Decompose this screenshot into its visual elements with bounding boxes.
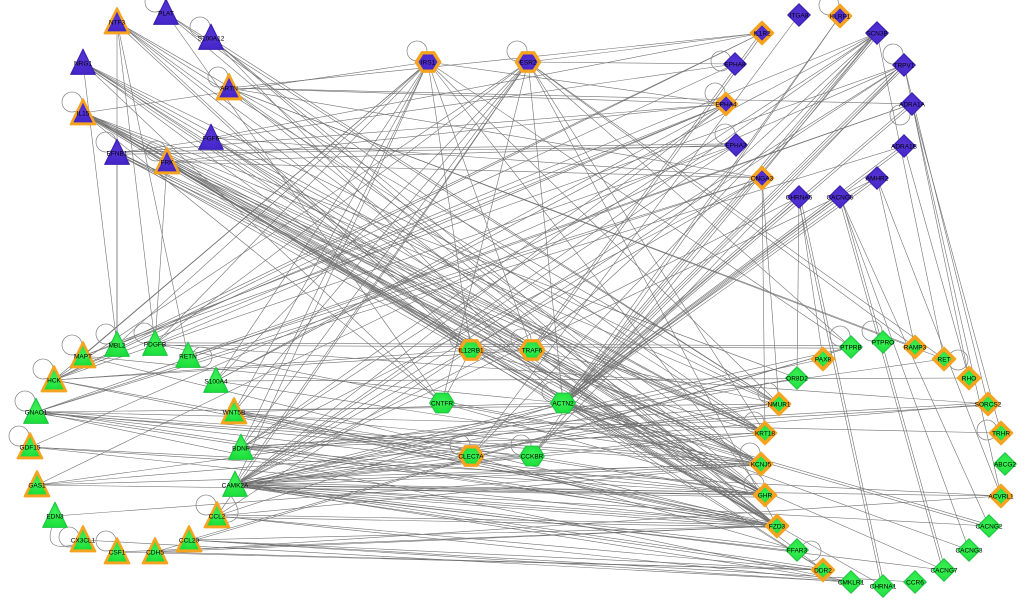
svg-text:CACNG7: CACNG7 xyxy=(930,568,957,575)
svg-text:GHR: GHR xyxy=(758,493,773,500)
svg-text:SCN3B: SCN3B xyxy=(866,31,888,38)
svg-text:CHRNA5: CHRNA5 xyxy=(786,195,813,202)
svg-text:EPHA4: EPHA4 xyxy=(715,102,737,109)
svg-text:CACNG2: CACNG2 xyxy=(975,524,1002,531)
svg-text:RHO: RHO xyxy=(962,376,976,383)
svg-text:CCL20: CCL20 xyxy=(179,538,200,545)
svg-text:TRPV1: TRPV1 xyxy=(894,63,915,70)
svg-text:CX3CL1: CX3CL1 xyxy=(71,538,96,545)
svg-text:FFAR3: FFAR3 xyxy=(787,548,808,555)
svg-text:KLRF1: KLRF1 xyxy=(830,14,851,21)
svg-text:FRK: FRK xyxy=(161,160,175,167)
svg-text:MBL2: MBL2 xyxy=(109,343,126,350)
svg-text:TRHR: TRHR xyxy=(992,431,1010,438)
svg-text:AMHR2: AMHR2 xyxy=(866,176,889,183)
svg-text:WNT5B: WNT5B xyxy=(223,410,246,417)
svg-text:GNAO1: GNAO1 xyxy=(25,410,48,417)
svg-text:CNTFR: CNTFR xyxy=(431,401,453,408)
svg-text:CCKBR: CCKBR xyxy=(521,454,544,461)
svg-text:CCR6: CCR6 xyxy=(906,580,924,587)
svg-text:CAMK2A: CAMK2A xyxy=(222,483,249,490)
svg-text:CMKLR1: CMKLR1 xyxy=(838,580,865,587)
svg-text:SORCS2: SORCS2 xyxy=(975,402,1002,409)
svg-text:PLAT: PLAT xyxy=(158,11,174,18)
svg-text:S100A4: S100A4 xyxy=(204,379,228,386)
svg-text:TRAF6: TRAF6 xyxy=(522,348,543,355)
svg-text:EPHA8: EPHA8 xyxy=(724,62,746,69)
svg-text:RET: RET xyxy=(938,357,951,364)
svg-text:RAMP3: RAMP3 xyxy=(904,345,927,352)
svg-text:CLEC7A: CLEC7A xyxy=(458,454,484,461)
svg-text:ACTN2: ACTN2 xyxy=(552,401,574,408)
svg-text:NTF3: NTF3 xyxy=(109,20,126,27)
svg-text:CNGA3: CNGA3 xyxy=(751,176,774,183)
svg-text:EDN3: EDN3 xyxy=(46,514,64,521)
svg-text:GAS1: GAS1 xyxy=(28,483,46,490)
svg-text:CDH5: CDH5 xyxy=(146,550,164,557)
svg-text:CACNG5: CACNG5 xyxy=(826,195,853,202)
svg-text:DDR2: DDR2 xyxy=(814,568,832,575)
svg-text:FGF6: FGF6 xyxy=(203,136,220,143)
svg-text:EFNB1: EFNB1 xyxy=(107,151,128,158)
svg-text:PDGFB: PDGFB xyxy=(144,342,166,349)
svg-text:OR8D2: OR8D2 xyxy=(786,376,808,383)
svg-text:NMUR1: NMUR1 xyxy=(767,402,790,409)
svg-text:CHRNA1: CHRNA1 xyxy=(870,584,897,591)
svg-text:S100A12: S100A12 xyxy=(198,36,225,43)
svg-text:CSF1: CSF1 xyxy=(109,550,126,557)
svg-text:PTPRB: PTPRB xyxy=(840,345,862,352)
svg-text:ITGA8: ITGA8 xyxy=(790,13,809,20)
svg-text:IL15: IL15 xyxy=(77,111,90,118)
svg-text:ARTN: ARTN xyxy=(220,86,238,93)
svg-text:NRG1: NRG1 xyxy=(74,61,92,68)
svg-text:ABCG2: ABCG2 xyxy=(994,462,1016,469)
svg-text:GDF15: GDF15 xyxy=(20,445,41,452)
svg-text:PTPRO: PTPRO xyxy=(872,340,894,347)
svg-text:PAX8: PAX8 xyxy=(815,357,832,364)
svg-text:CACNG3: CACNG3 xyxy=(955,548,982,555)
svg-text:IL1R2: IL1R2 xyxy=(753,31,771,38)
svg-text:ADRA1B: ADRA1B xyxy=(891,144,917,151)
svg-text:ESR2: ESR2 xyxy=(520,60,537,67)
svg-text:MAPT: MAPT xyxy=(74,354,92,361)
svg-text:RETN: RETN xyxy=(179,354,197,361)
svg-text:KRT18: KRT18 xyxy=(755,431,775,438)
svg-text:CCL2: CCL2 xyxy=(209,514,226,521)
svg-text:IRS1: IRS1 xyxy=(421,60,436,67)
svg-text:EPHA3: EPHA3 xyxy=(725,143,747,150)
svg-text:BDNF: BDNF xyxy=(232,446,250,453)
svg-text:KCNJ5: KCNJ5 xyxy=(751,462,772,469)
svg-text:ADRA1A: ADRA1A xyxy=(899,102,926,109)
svg-text:IL12RB1: IL12RB1 xyxy=(458,348,484,355)
svg-text:ACVRL1: ACVRL1 xyxy=(988,494,1014,501)
svg-text:HCK: HCK xyxy=(47,378,61,385)
svg-text:FZD3: FZD3 xyxy=(769,524,786,531)
